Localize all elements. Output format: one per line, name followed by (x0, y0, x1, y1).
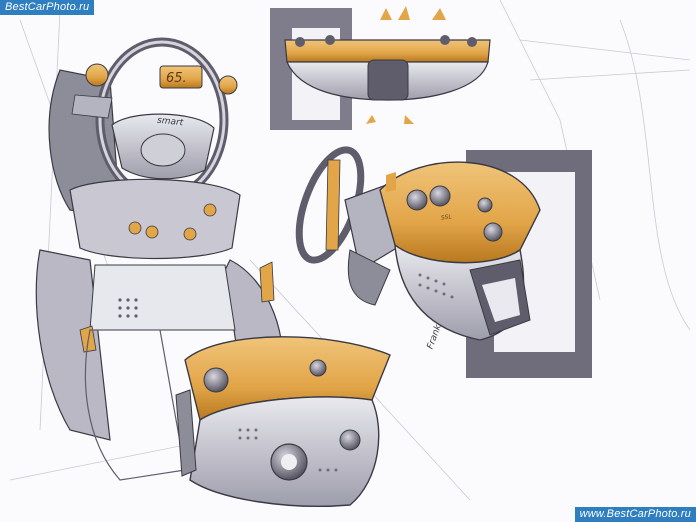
center-console-sketch (175, 336, 391, 507)
interior-overview-sketch (35, 178, 284, 481)
watermark-bottom: www.BestCarPhoto.ru (574, 507, 696, 522)
cockpit-pod-sketch (295, 146, 541, 341)
pod-label-text: SSL (440, 213, 453, 222)
steering-wheel-sketch (48, 37, 238, 216)
overhead-console-sketch (284, 6, 491, 124)
watermark-top: BestCarPhoto.ru (0, 0, 95, 15)
speedometer-readout: 65. (166, 71, 187, 86)
